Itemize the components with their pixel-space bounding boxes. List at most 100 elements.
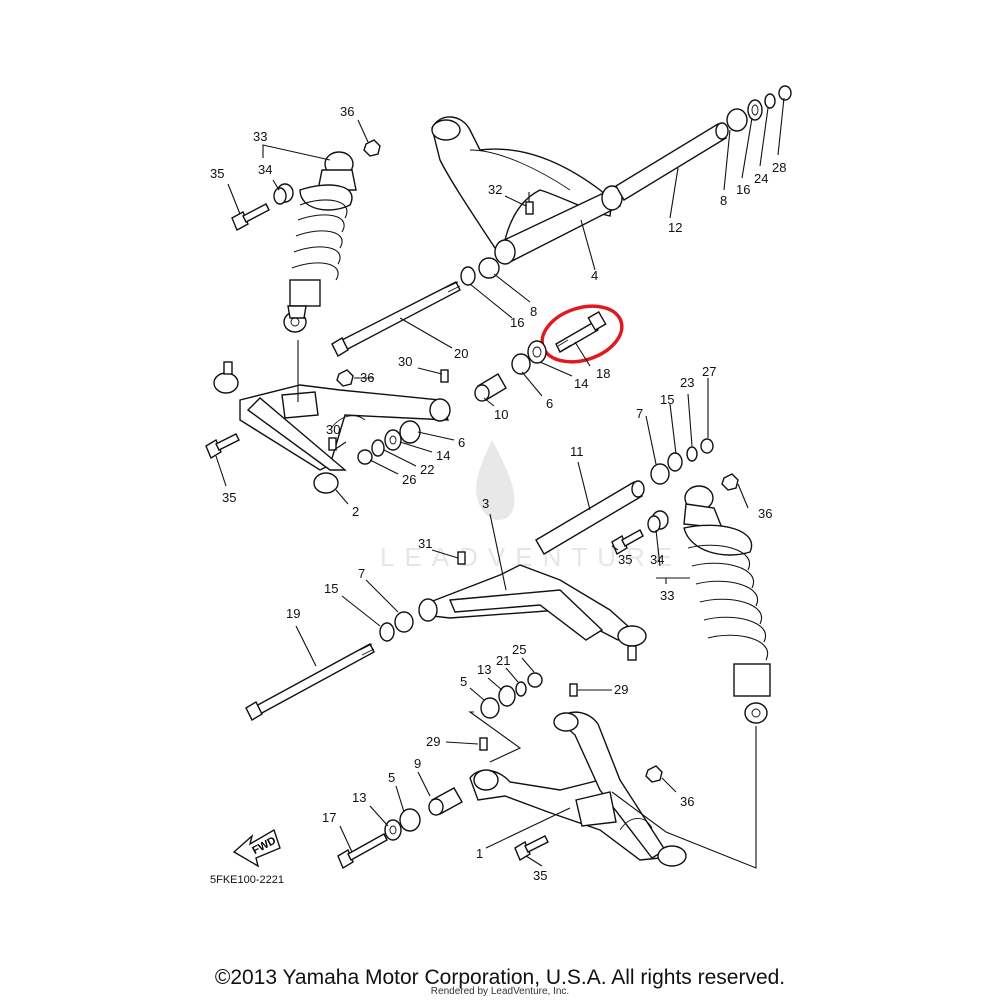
ball-joint-left: [223, 361, 233, 375]
callout-22: 22: [420, 462, 434, 477]
callout-35-upper: 35: [210, 166, 224, 181]
callout-8-lower: 8: [530, 304, 537, 319]
callout-36-upper: 36: [340, 104, 354, 119]
callout-14-mid: 14: [574, 376, 588, 391]
callout-6-left: 6: [458, 435, 465, 450]
callout-27: 27: [702, 364, 716, 379]
callout-4: 4: [591, 268, 598, 283]
pipe-12: [615, 122, 729, 201]
lower-arm-1: [469, 711, 687, 867]
bolt-20: [331, 281, 461, 357]
callout-35-lower: 35: [533, 868, 547, 883]
callout-13-lower: 13: [352, 790, 366, 805]
callout-36-right: 36: [758, 506, 772, 521]
callout-16-lower: 16: [510, 315, 524, 330]
callout-10: 10: [494, 407, 508, 422]
callout-26: 26: [402, 472, 416, 487]
bolt-35-lower: [514, 835, 549, 862]
nut-36-right: [721, 473, 739, 491]
rendered-by-credit: Rendered by LeadVenture, Inc.: [430, 986, 570, 997]
callout-33-right: 33: [660, 588, 674, 603]
callout-30: 30: [398, 354, 412, 369]
bushing-set-bottom: [384, 787, 463, 841]
callout-23: 23: [680, 375, 694, 390]
bolt-18: [555, 310, 607, 353]
bolt-19: [245, 643, 375, 721]
callout-34-upper: 34: [258, 162, 272, 177]
callout-15-right: 15: [660, 392, 674, 407]
callout-36-mid: 36: [360, 370, 374, 385]
callout-30-lower: 30: [326, 422, 340, 437]
upper-arm-3: [418, 564, 647, 661]
callout-29-right: 29: [614, 682, 628, 697]
grease-nipple-32: [525, 192, 534, 215]
callout-18: 18: [596, 366, 610, 381]
bushing-set-lower-left: [379, 611, 414, 642]
lower-arm-2: [213, 372, 451, 494]
callout-33-upper: 33: [253, 129, 267, 144]
bushing-set-upper-right: [726, 85, 792, 132]
callout-7-right: 7: [636, 406, 643, 421]
callout-34-right: 34: [650, 552, 664, 567]
fwd-arrow-icon: FWD: [232, 828, 281, 868]
grease-nipple-30: [440, 369, 449, 383]
grease-nipple-29-left: [479, 737, 488, 751]
watermark: LEADVENTURE: [380, 440, 672, 572]
callout-24: 24: [754, 171, 768, 186]
callout-8-upper: 8: [720, 193, 727, 208]
nut-36-lower: [645, 765, 663, 783]
callout-5-upper: 5: [460, 674, 467, 689]
callout-28: 28: [772, 160, 786, 175]
callout-17: 17: [322, 810, 336, 825]
leader-lines: [215, 97, 785, 869]
callout-35-right: 35: [618, 552, 632, 567]
callout-13-upper: 13: [477, 662, 491, 677]
grease-nipple-left-lower: [328, 437, 337, 451]
callout-16-upper: 16: [736, 182, 750, 197]
callout-1: 1: [476, 846, 483, 861]
nut-36-upper: [363, 139, 381, 157]
pipe-11: [535, 480, 645, 555]
callout-7-lower: 7: [358, 566, 365, 581]
copyright-notice: ©2013 Yamaha Motor Corporation, U.S.A. A…: [214, 966, 786, 989]
callout-29-left: 29: [426, 734, 440, 749]
callout-20: 20: [454, 346, 468, 361]
diagram-code: 5FKE100-2221: [210, 874, 284, 886]
callout-19: 19: [286, 606, 300, 621]
watermark-flame-icon: [476, 440, 515, 521]
callout-6-mid: 6: [546, 396, 553, 411]
callout-3: 3: [482, 496, 489, 511]
bushing-set-upper-left: [460, 257, 500, 286]
callout-11: 11: [570, 444, 584, 459]
bushing-set-mid: [474, 340, 547, 402]
shock-absorber-left: [283, 151, 357, 333]
nut-36-mid: [336, 369, 354, 387]
bolt-35-upper-left: [231, 203, 270, 231]
callout-31: 31: [418, 536, 432, 551]
callout-35-left: 35: [222, 490, 236, 505]
callout-5-lower: 5: [388, 770, 395, 785]
callout-25: 25: [512, 642, 526, 657]
callout-15-lower: 15: [324, 581, 338, 596]
callout-12: 12: [668, 220, 682, 235]
callouts: 33 34 35 36 32 4 12 8 16 24 28 8 16 20 1…: [210, 104, 786, 883]
callout-2: 2: [352, 504, 359, 519]
bolt-17: [337, 833, 388, 870]
callout-36-lower: 36: [680, 794, 694, 809]
bushing-set-lower-right: [480, 672, 543, 719]
callout-9: 9: [414, 756, 421, 771]
grease-nipple-29-right: [569, 683, 578, 697]
bolt-35-left-mid: [205, 433, 240, 460]
bushing-set-right: [650, 438, 714, 485]
bolt-35-right: [611, 529, 644, 556]
shock-absorber-right: [683, 485, 771, 724]
bushing-set-left: [357, 420, 421, 465]
grease-nipple-31: [457, 551, 466, 565]
upper-arm-4: [431, 116, 623, 265]
callout-32: 32: [488, 182, 502, 197]
collar-34-upper-left: [273, 183, 294, 205]
collar-34-right: [647, 510, 669, 533]
callout-21: 21: [496, 653, 510, 668]
callout-14-left: 14: [436, 448, 450, 463]
